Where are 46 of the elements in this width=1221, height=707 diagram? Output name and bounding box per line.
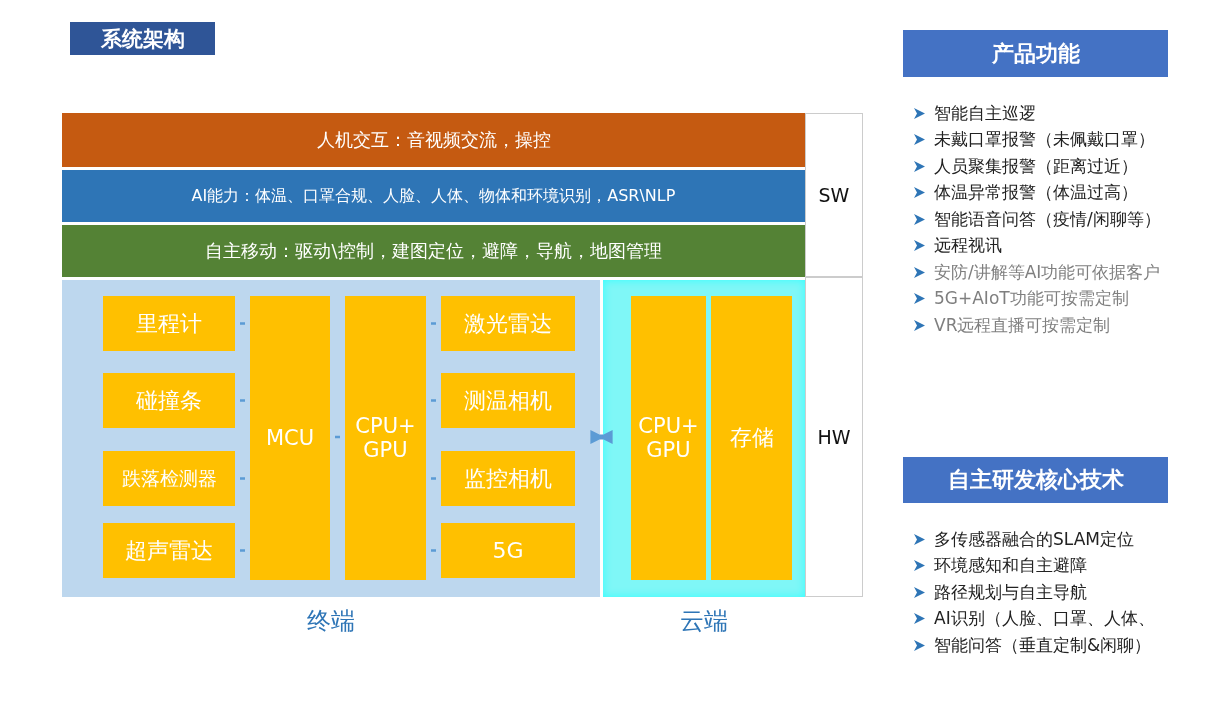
- layer-group-box: SW: [805, 113, 863, 277]
- section-header: 产品功能: [903, 30, 1168, 77]
- list-item: 远程视讯: [934, 234, 1002, 257]
- component-box: 里程计: [103, 296, 235, 351]
- layer-band: 自主移动：驱动\控制，建图定位，避障，导航，地图管理: [62, 225, 805, 277]
- list-item: 人员聚集报警（距离过近）: [934, 154, 1138, 178]
- list-item: VR远程直播可按需定制: [934, 313, 1111, 337]
- connector-line: [431, 477, 436, 480]
- component-box: 跌落检测器: [103, 451, 235, 506]
- component-box: 碰撞条: [103, 373, 235, 428]
- layer-band: 人机交互：音视频交流，操控: [62, 113, 805, 167]
- panel-heading: 终端: [306, 606, 356, 637]
- component-box: 监控相机: [441, 451, 575, 506]
- component-box: 激光雷达: [441, 296, 575, 351]
- connector-line: [431, 399, 436, 402]
- component-box: CPU+ GPU: [631, 296, 706, 580]
- list-item: 智能问答（垂直定制&闲聊）: [934, 633, 1152, 657]
- list-item: 安防/讲解等AI功能可依据客户: [934, 260, 1161, 284]
- connector-line: [240, 399, 245, 402]
- connector-line: [335, 435, 340, 439]
- list-item: 智能自主巡逻: [934, 101, 1036, 125]
- title-label: 系统架构: [70, 22, 215, 55]
- list-item: 智能语音问答（疫情/闲聊等）: [934, 207, 1161, 231]
- list-item: 路径规划与自主导航: [934, 580, 1087, 604]
- list-item: 环境感知和自主避障: [934, 554, 1087, 577]
- connector-line: [431, 322, 436, 325]
- layer-band: AI能力：体温、口罩合规、人脸、人体、物体和环境识别，ASR\NLP: [62, 170, 805, 222]
- list-item: 5G+AIoT功能可按需定制: [934, 287, 1129, 310]
- layer-group-box: HW: [805, 277, 863, 597]
- component-box: 存储: [711, 296, 792, 580]
- list-item: 未戴口罩报警（未佩戴口罩）: [934, 128, 1155, 151]
- list-item: AI识别（人脸、口罩、人体、: [934, 607, 1155, 630]
- list-item: 体温异常报警（体温过高）: [934, 181, 1138, 204]
- component-box: 测温相机: [441, 373, 575, 428]
- connector-line: [240, 322, 245, 325]
- connector-line: [240, 477, 245, 480]
- component-box: 5G: [441, 523, 575, 578]
- double-arrow: [590, 430, 613, 444]
- connector-line: [431, 549, 436, 552]
- connector-line: [240, 549, 245, 552]
- panel-heading: 云端: [679, 606, 729, 637]
- section-header: 自主研发核心技术: [903, 457, 1168, 503]
- list-item: 多传感器融合的SLAM定位: [934, 527, 1134, 551]
- component-box: 超声雷达: [103, 523, 235, 578]
- component-box: CPU+ GPU: [345, 296, 426, 580]
- component-box: MCU: [250, 296, 330, 580]
